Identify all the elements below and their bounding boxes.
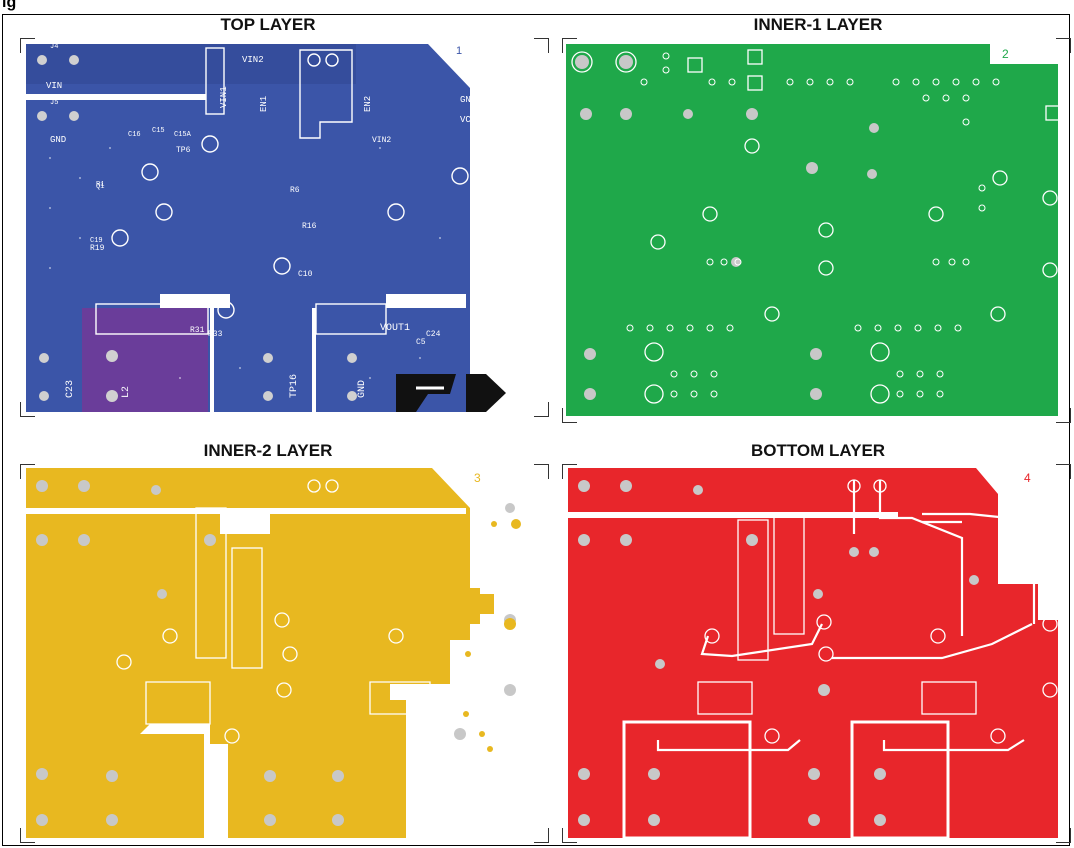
top-layer-number: 1	[456, 45, 462, 57]
inner1-layer-board: 2	[566, 44, 1061, 416]
label-vin: VIN	[46, 81, 62, 91]
label-vout2: GND	[357, 380, 368, 398]
label-j2: J2	[490, 63, 498, 71]
top-holes	[37, 55, 357, 402]
vout1-pad	[82, 308, 208, 412]
label-vcc: VCC	[460, 115, 477, 125]
label-synch1: R19	[90, 244, 105, 253]
label-margin2: C24	[426, 330, 441, 339]
label-vin2: VIN2	[242, 55, 264, 65]
label-en2: EN2	[363, 96, 373, 112]
panel-title-bottom: BOTTOM LAYER	[750, 441, 886, 460]
panel-inner1-layer: 2	[562, 38, 1071, 423]
label-l2: C5	[416, 338, 426, 347]
label-vin2-tp11: VIN2	[372, 136, 391, 145]
label-gnd-j3: C23	[65, 380, 76, 398]
top-layer-board: VIN2 VIN GND J4 J5 C16 C15 C15A TP6 Q1 R…	[26, 43, 515, 412]
label-vin1: TP6	[176, 146, 191, 155]
label-j5: J5	[50, 99, 58, 107]
label-pg2: TP8	[488, 212, 503, 221]
top-via-dots	[49, 147, 441, 379]
label-pgood1: R6	[290, 186, 300, 195]
label-tp6: Q1	[96, 183, 104, 191]
bottom-layer-board: 4	[568, 468, 1059, 840]
label-c15: C15	[152, 127, 165, 135]
inner1-layer-number: 2	[1002, 47, 1009, 61]
label-margin1: R33	[208, 330, 223, 339]
figure-caption: ig	[0, 0, 1074, 14]
st-logo	[396, 374, 506, 412]
label-tp4: C19	[90, 237, 103, 245]
label-gnd-j7: TP16	[289, 374, 300, 398]
inner2-layer-board: 3	[26, 468, 521, 838]
label-en1: EN1	[259, 96, 269, 112]
panel-bottom-layer: 4	[562, 464, 1071, 843]
panel-title-top: TOP LAYER	[220, 15, 316, 34]
label-synch2: R16	[302, 222, 317, 231]
figure-caption-text: ig	[2, 0, 17, 11]
inner1-copper-fill	[566, 44, 1058, 416]
panel-top-layer: VIN2 VIN GND J4 J5 C16 C15 C15A TP6 Q1 R…	[20, 38, 549, 418]
label-vout1: L2	[121, 386, 132, 398]
inner2-layer-number: 3	[474, 471, 481, 485]
bottom-layer-number: 4	[1024, 471, 1031, 485]
panel-inner2-layer: 3	[20, 464, 549, 843]
label-v-out-s1: C10	[298, 270, 313, 279]
label-l1: R31	[190, 326, 205, 335]
label-gnd-tp6: R1	[96, 181, 104, 189]
label-c15a: C15A	[174, 131, 192, 139]
label-c16: C16	[128, 131, 141, 139]
label-v-out-s2: R10	[502, 323, 511, 338]
label-gnd-j2: GND	[460, 95, 476, 105]
figure-frame	[2, 14, 1070, 846]
panel-title-inner1: INNER-1 LAYER	[753, 15, 883, 34]
label-vin1-jp: VIN1	[219, 86, 229, 108]
panel-title-inner2: INNER-2 LAYER	[203, 441, 333, 460]
label-board-id: VOUT1	[380, 323, 410, 334]
label-gnd: GND	[50, 135, 66, 145]
label-j4: J4	[50, 43, 58, 51]
